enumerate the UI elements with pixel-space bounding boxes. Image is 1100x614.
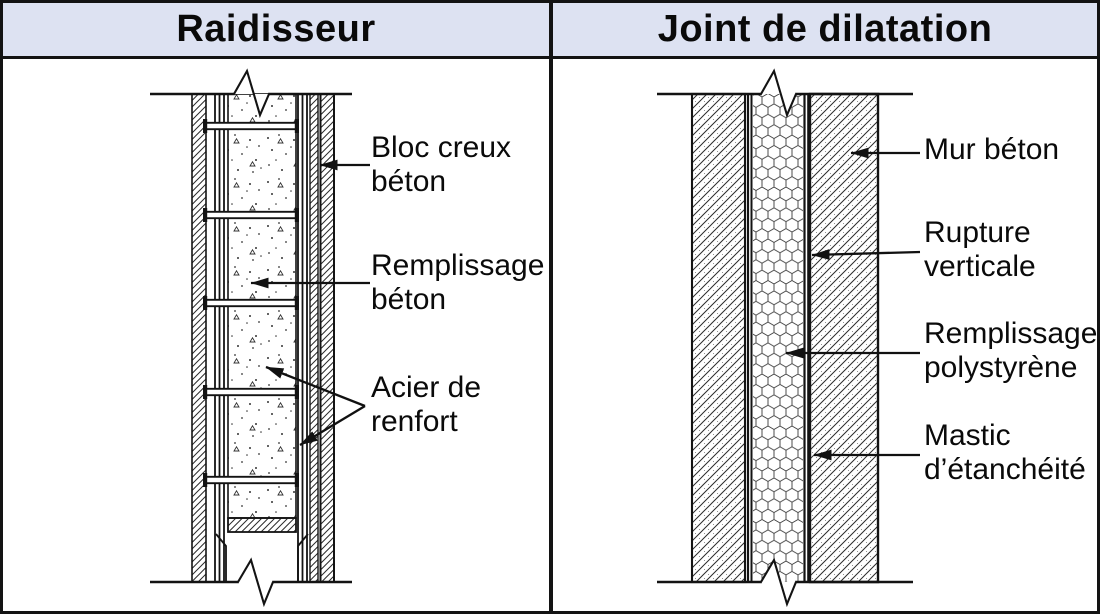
label-remplissage-beton: Remplissage béton [371, 249, 544, 317]
raidisseur-wall-section [150, 68, 352, 608]
label-acier-de-renfort: Acier de renfort [371, 371, 481, 439]
leader-lines [250, 147, 921, 461]
label-mur-beton: Mur béton [924, 133, 1059, 167]
label-line: renfort [371, 405, 458, 438]
label-mastic-etancheite: Mastic d’étanchéité [924, 419, 1086, 487]
top-break-symbol [233, 68, 270, 119]
vertical-rebar-lines [214, 94, 308, 582]
leader-acier-de-renfort-2 [299, 405, 366, 446]
label-line: d’étanchéité [924, 453, 1086, 486]
label-line: Bloc creux [371, 131, 512, 164]
label-remplissage-polystyrene: Remplissage polystyrène [924, 317, 1097, 385]
panel-divider [549, 0, 553, 614]
joint-de-dilatation-wall-section [657, 68, 913, 608]
hollow-cell-lines [215, 533, 309, 582]
label-line: béton [371, 165, 447, 198]
label-line: polystyrène [924, 351, 1078, 384]
bottom-block-band [227, 517, 297, 533]
leader-acier-de-renfort-1 [265, 365, 366, 408]
right-concrete-wall [808, 92, 880, 584]
bottom-break-symbol [237, 557, 274, 608]
polystyrene-fill [753, 94, 803, 582]
label-line: Mur béton [924, 133, 1060, 166]
label-line: Remplissage [924, 317, 1098, 350]
top-break-symbol [760, 68, 797, 119]
panel-title-raidisseur: Raidisseur [176, 8, 376, 50]
label-bloc-creux-beton: Bloc creux béton [371, 131, 511, 199]
panel-title-joint-de-dilatation: Joint de dilatation [657, 8, 993, 50]
label-line: verticale [924, 250, 1036, 283]
horizontal-ties [203, 119, 299, 487]
label-line: Rupture [924, 216, 1031, 249]
leader-rupture-verticale [811, 249, 921, 260]
label-line: Acier de [371, 371, 482, 404]
label-line: béton [371, 283, 447, 316]
bottom-break-symbol [760, 557, 797, 608]
label-line: Remplissage [371, 249, 545, 282]
label-line: Mastic [924, 419, 1011, 452]
label-rupture-verticale: Rupture verticale [924, 216, 1036, 284]
